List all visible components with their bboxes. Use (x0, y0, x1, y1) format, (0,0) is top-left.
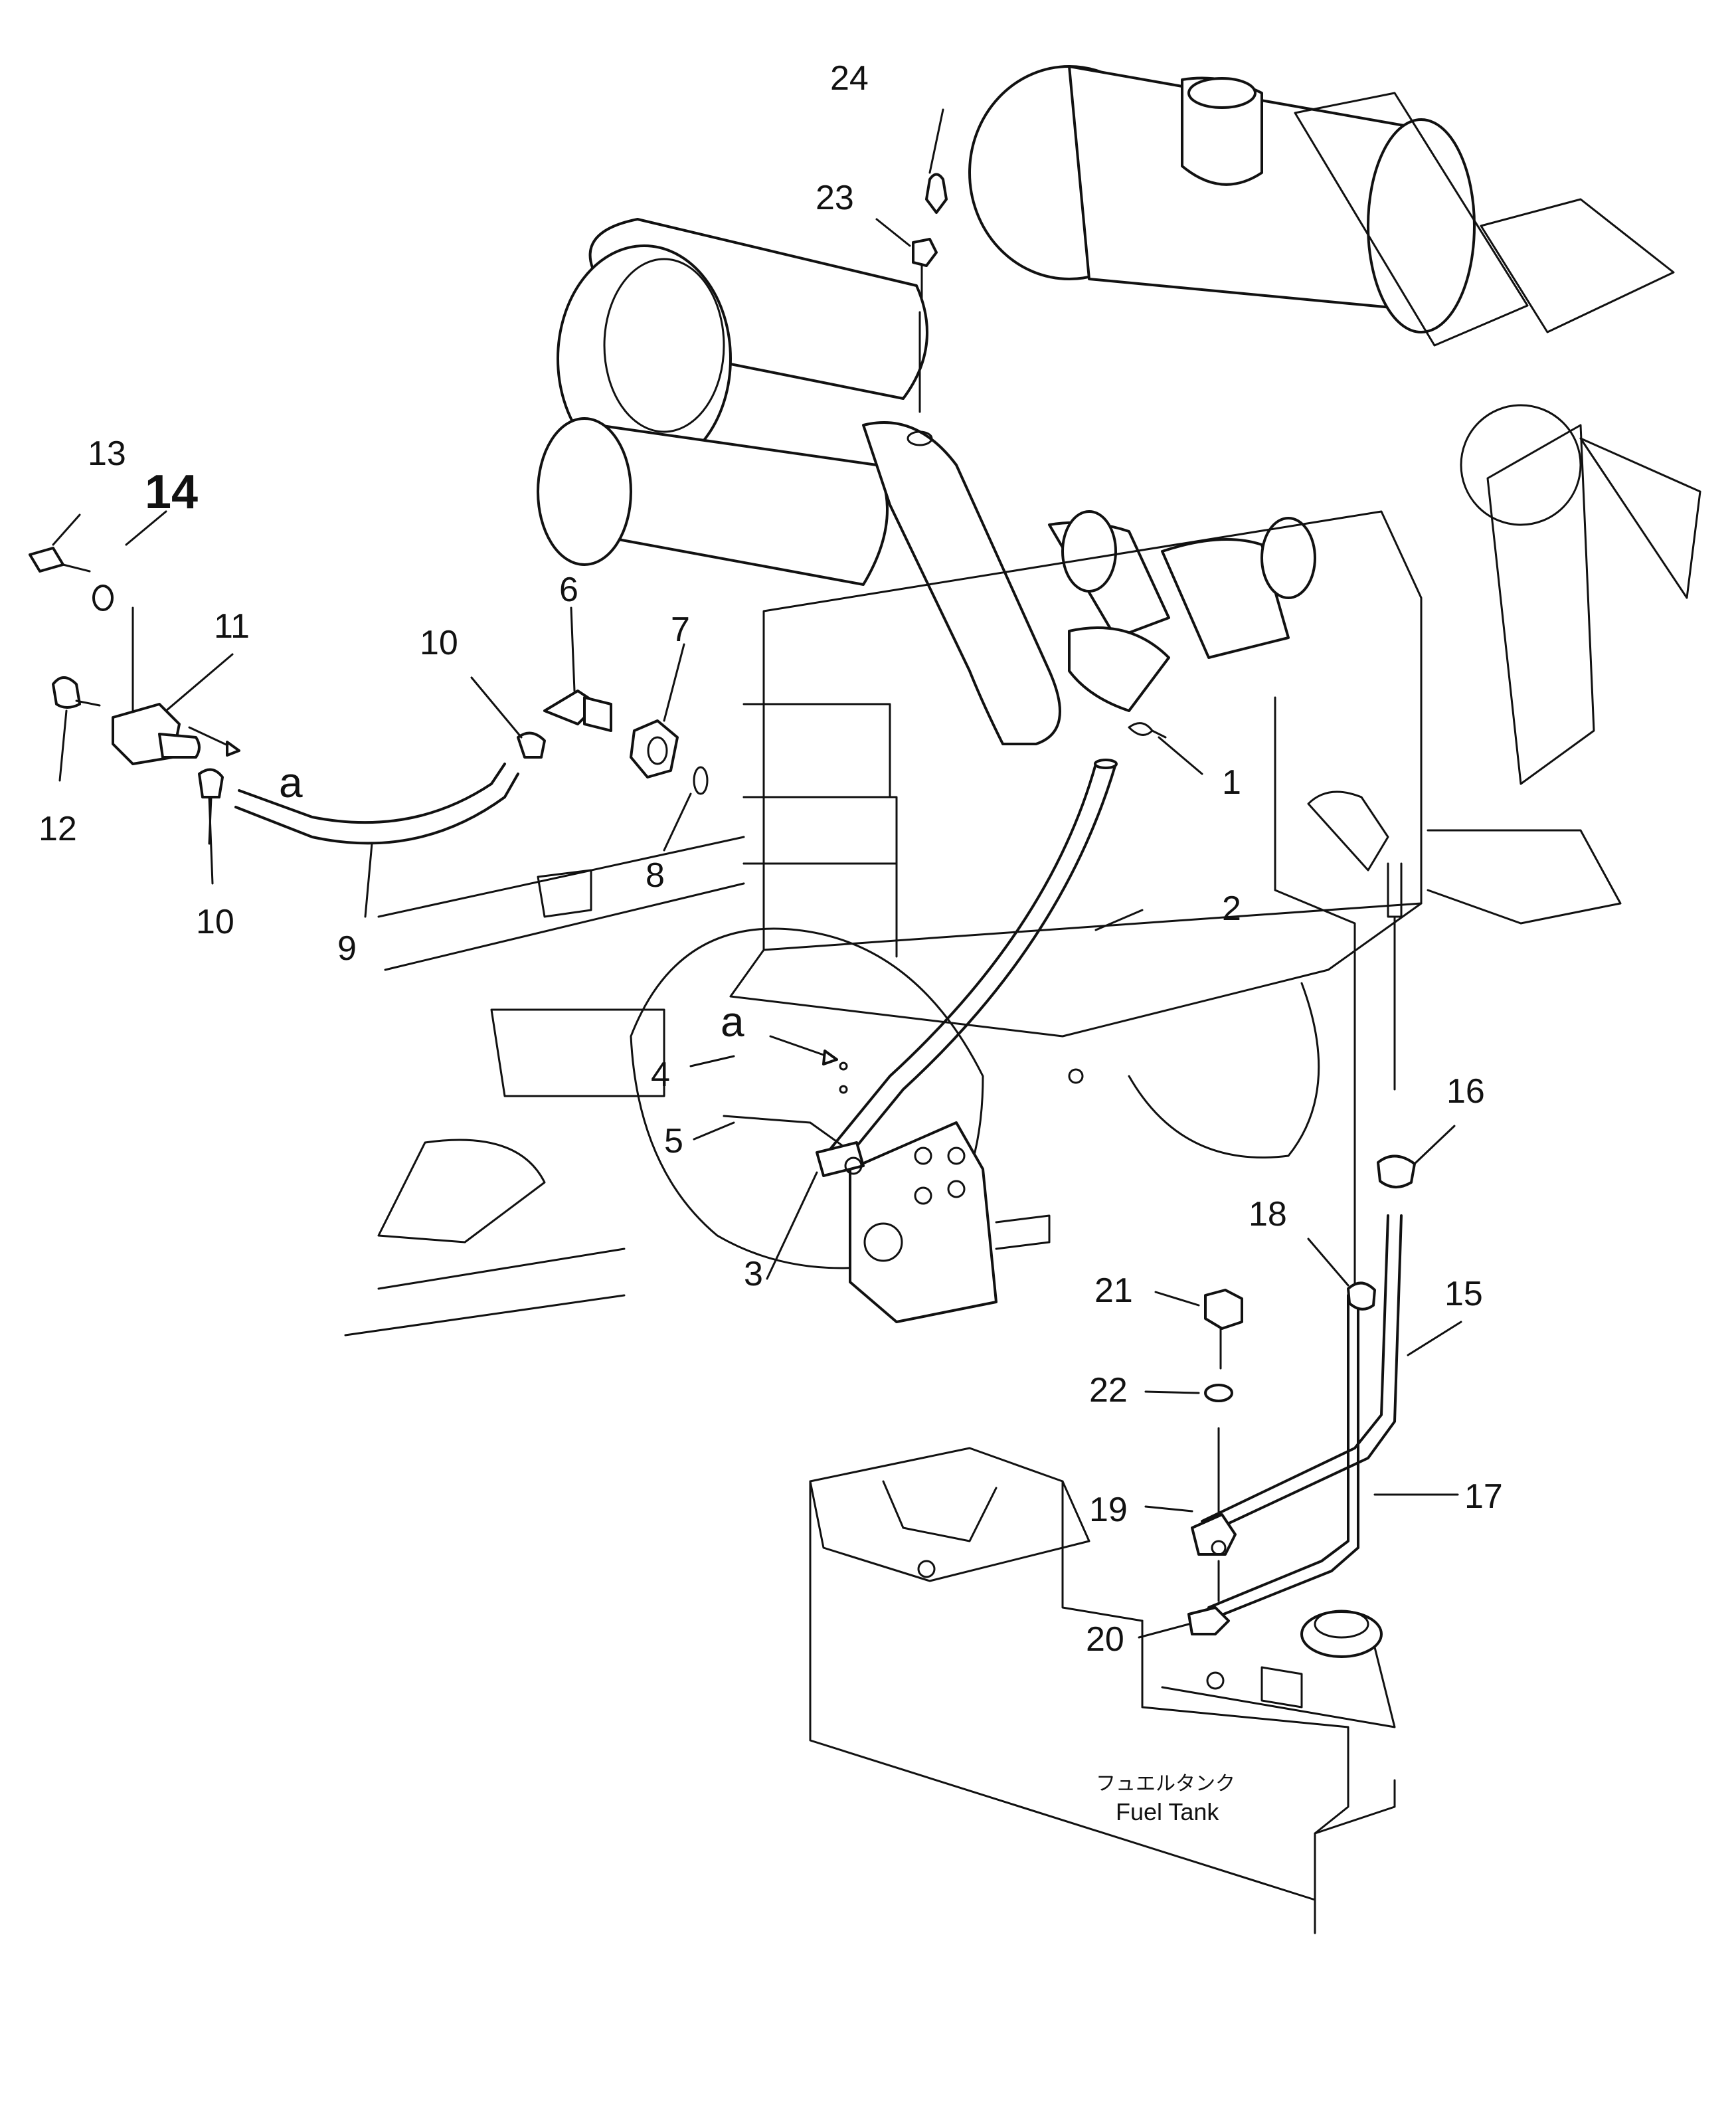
callout-14: 14 (145, 466, 198, 519)
callout-19: 19 (1089, 1491, 1128, 1529)
callout-8: 8 (646, 856, 665, 895)
fuel-tank-group (809, 1155, 1416, 1934)
callout-5: 5 (664, 1122, 683, 1160)
view-markers: a a (279, 759, 744, 1046)
callout-7: 7 (671, 610, 690, 649)
fuel-tank-label: フュエルタンク Fuel Tank (1096, 1772, 1235, 1825)
callout-21: 21 (1094, 1271, 1133, 1310)
callout-16: 16 (1446, 1072, 1485, 1111)
callout-6: 6 (559, 571, 578, 609)
callout-17: 17 (1464, 1477, 1503, 1516)
nut-7-icon (630, 719, 679, 779)
callout-9: 9 (337, 929, 357, 968)
callout-23: 23 (816, 179, 854, 217)
callout-11: 11 (214, 607, 250, 646)
fuel-tank-label-jp: フュエルタンク (1096, 1772, 1235, 1796)
fuel-tank-label-en: Fuel Tank (1116, 1798, 1219, 1825)
fitting-23-icon (912, 238, 938, 267)
callout-13: 13 (88, 434, 126, 473)
bolt-12-icon (52, 676, 81, 709)
washer-22-icon (1204, 1384, 1233, 1402)
callout-4: 4 (651, 1056, 670, 1094)
callout-numbers: 1 2 3 4 5 6 7 8 9 10 10 11 12 13 14 15 1… (39, 59, 1503, 1659)
callout-1: 1 (1222, 763, 1241, 802)
washer-14-icon (92, 585, 114, 611)
leader-lines (52, 108, 1462, 1639)
callout-2: 2 (1222, 889, 1241, 928)
oring-8-icon (693, 766, 709, 795)
callout-22: 22 (1089, 1371, 1128, 1410)
clip-10-icon (198, 768, 224, 798)
clamp-18-icon (1347, 1281, 1376, 1311)
clamp-16-icon (1377, 1155, 1416, 1188)
bolt-21-icon (1204, 1289, 1243, 1330)
callout-15: 15 (1444, 1275, 1483, 1313)
top-parts-group (907, 173, 948, 446)
view-marker-a-left: a (279, 759, 303, 806)
callout-24: 24 (830, 59, 869, 98)
left-parts-group (29, 547, 709, 885)
callout-10-upper: 10 (420, 624, 458, 662)
clip-19-icon (1191, 1513, 1237, 1556)
view-marker-a-right: a (721, 998, 744, 1046)
engine-assembly (344, 65, 1701, 1337)
clip-20-icon (1187, 1606, 1230, 1635)
callout-3: 3 (744, 1255, 763, 1293)
breather-24-icon (925, 173, 948, 214)
callout-10-lower: 10 (196, 903, 234, 941)
callout-12: 12 (39, 810, 77, 848)
bolt-13-icon (29, 547, 64, 573)
callout-20: 20 (1086, 1620, 1124, 1659)
callout-18: 18 (1249, 1195, 1287, 1234)
